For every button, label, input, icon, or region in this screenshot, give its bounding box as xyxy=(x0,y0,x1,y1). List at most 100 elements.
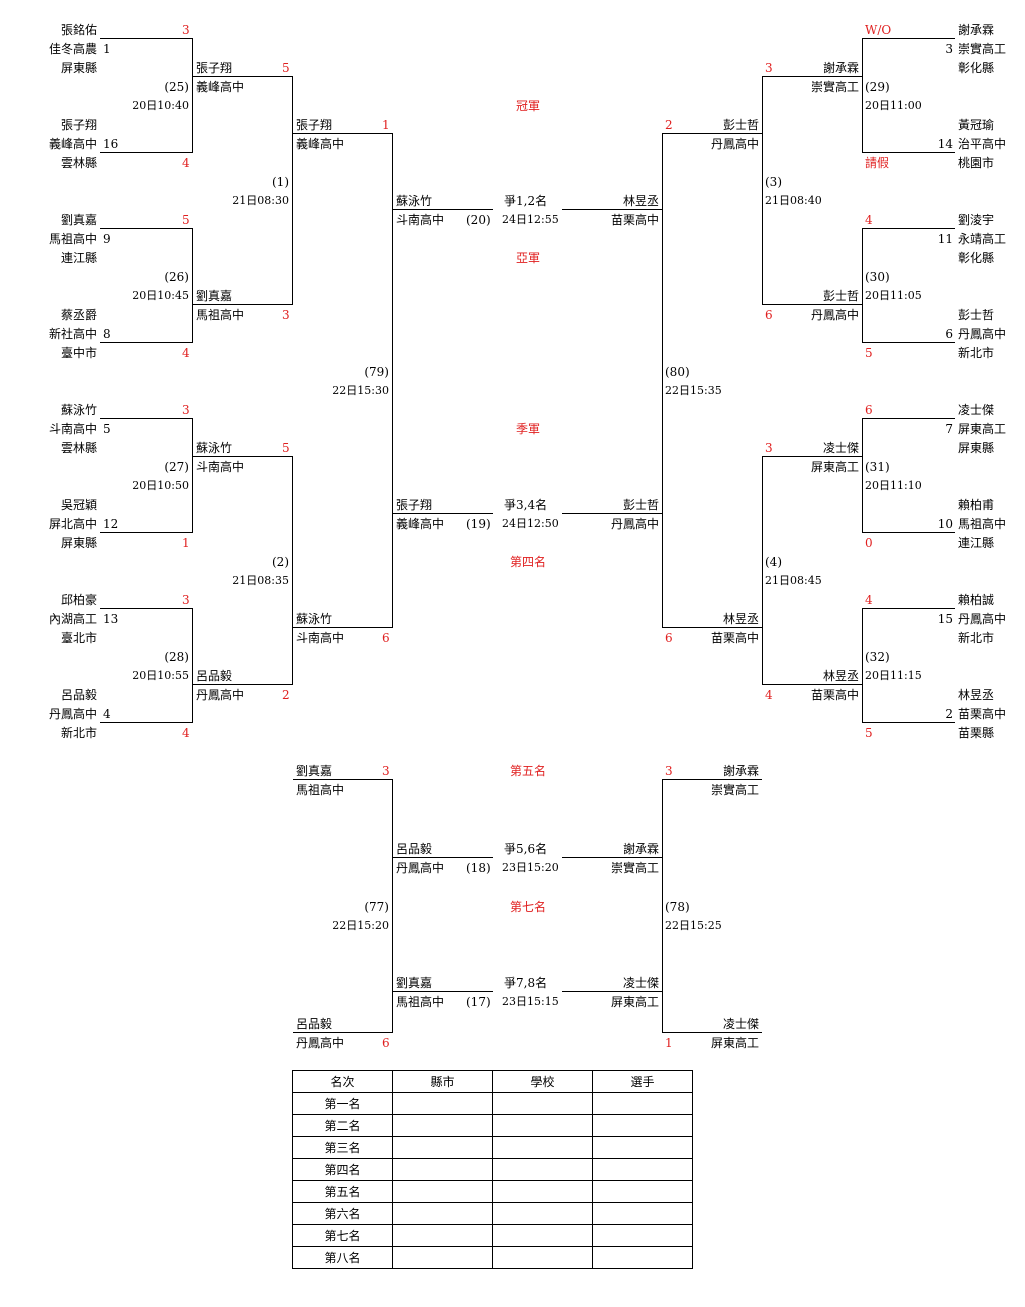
match-time: 20日10:40 xyxy=(132,99,189,112)
player-city: 雲林縣 xyxy=(60,441,97,455)
player-name: 呂品毅 xyxy=(196,669,233,683)
player-name: 賴柏誠 xyxy=(958,593,995,607)
player-school: 崇實高工 xyxy=(710,783,759,797)
score: 6 xyxy=(382,631,390,645)
player-name: 凌士傑 xyxy=(822,441,859,455)
match-time: 23日15:20 xyxy=(502,861,559,874)
match-label: 爭3,4名 xyxy=(504,498,548,512)
table-row: 第二名 xyxy=(292,1114,693,1137)
rank-cell: 第四名 xyxy=(292,1158,393,1181)
player-name: 張子翔 xyxy=(296,118,333,132)
school-cell[interactable] xyxy=(492,1114,593,1137)
table-row: 第五名 xyxy=(292,1180,693,1203)
match-time: 20日11:05 xyxy=(865,289,922,302)
player-name: 凌士傑 xyxy=(722,1017,759,1031)
score: 4 xyxy=(865,213,873,227)
city-cell[interactable] xyxy=(392,1114,493,1137)
city-cell[interactable] xyxy=(392,1158,493,1181)
school-cell[interactable] xyxy=(492,1202,593,1225)
table-row: 第一名 xyxy=(292,1092,693,1115)
score: W/O xyxy=(865,23,892,37)
city-cell[interactable] xyxy=(392,1224,493,1247)
score: 6 xyxy=(382,1036,390,1050)
match-number: (27) xyxy=(164,460,189,474)
school-cell[interactable] xyxy=(492,1180,593,1203)
city-cell[interactable] xyxy=(392,1136,493,1159)
match-time: 20日11:10 xyxy=(865,479,922,492)
table-header-row: 名次 縣市 學校 選手 xyxy=(292,1070,693,1093)
player-name: 蘇泳竹 xyxy=(296,612,333,626)
player-cell[interactable] xyxy=(592,1180,693,1203)
player-school: 斗南高中 xyxy=(48,422,97,436)
player-name: 蔡丞爵 xyxy=(60,308,97,322)
table-row: 第三名 xyxy=(292,1136,693,1159)
player-city: 桃園市 xyxy=(958,156,995,170)
player-city: 彰化縣 xyxy=(958,251,995,265)
player-name: 彭士哲 xyxy=(622,498,659,512)
player-school: 斗南高中 xyxy=(396,213,445,227)
player-cell[interactable] xyxy=(592,1092,693,1115)
player-name: 張子翔 xyxy=(396,498,433,512)
city-cell[interactable] xyxy=(392,1202,493,1225)
player-school: 義峰高中 xyxy=(396,517,445,531)
city-cell[interactable] xyxy=(392,1092,493,1115)
player-cell[interactable] xyxy=(592,1114,693,1137)
score: 2 xyxy=(282,688,290,702)
match-time: 22日15:20 xyxy=(332,919,389,932)
school-cell[interactable] xyxy=(492,1092,593,1115)
player-cell[interactable] xyxy=(592,1224,693,1247)
player-cell[interactable] xyxy=(592,1202,693,1225)
table-row: 第六名 xyxy=(292,1202,693,1225)
player-name: 劉真嘉 xyxy=(296,764,333,778)
seed-number: 11 xyxy=(937,232,953,246)
column-header-city: 縣市 xyxy=(392,1070,493,1093)
match-number: (2) xyxy=(272,555,289,569)
player-name: 凌士傑 xyxy=(958,403,995,417)
seed-number: 10 xyxy=(937,517,953,531)
match-time: 23日15:15 xyxy=(502,995,559,1008)
rank-cell: 第三名 xyxy=(292,1136,393,1159)
city-cell[interactable] xyxy=(392,1180,493,1203)
rank-cell: 第五名 xyxy=(292,1180,393,1203)
match-number: (77) xyxy=(364,900,389,914)
player-school: 新社高中 xyxy=(48,327,97,341)
score: 6 xyxy=(865,403,873,417)
player-name: 蘇泳竹 xyxy=(396,194,433,208)
player-cell[interactable] xyxy=(592,1158,693,1181)
match-number: (26) xyxy=(164,270,189,284)
rank-cell: 第八名 xyxy=(292,1246,393,1269)
school-cell[interactable] xyxy=(492,1136,593,1159)
player-school: 丹鳳高中 xyxy=(710,137,759,151)
city-cell[interactable] xyxy=(392,1246,493,1269)
player-name: 張銘佑 xyxy=(60,23,97,37)
rank-cell: 第二名 xyxy=(292,1114,393,1137)
player-cell[interactable] xyxy=(592,1246,693,1269)
player-city: 屏東縣 xyxy=(60,61,97,75)
rank-cell: 第六名 xyxy=(292,1202,393,1225)
match-number: (20) xyxy=(466,213,491,227)
player-school: 苗栗高中 xyxy=(810,688,859,702)
player-city: 新北市 xyxy=(958,631,995,645)
player-school: 治平高中 xyxy=(958,137,1007,151)
player-cell[interactable] xyxy=(592,1136,693,1159)
match-number: (79) xyxy=(364,365,389,379)
player-name: 彭士哲 xyxy=(822,289,859,303)
player-name: 彭士哲 xyxy=(958,308,995,322)
match-time: 21日08:35 xyxy=(232,574,289,587)
player-school: 苗栗高中 xyxy=(958,707,1007,721)
match-time: 20日10:45 xyxy=(132,289,189,302)
player-school: 屏東高工 xyxy=(810,460,859,474)
match-number: (3) xyxy=(765,175,782,189)
score: 3 xyxy=(182,23,190,37)
player-name: 蘇泳竹 xyxy=(196,441,233,455)
player-name: 劉淩宇 xyxy=(958,213,995,227)
school-cell[interactable] xyxy=(492,1224,593,1247)
match-label: 爭5,6名 xyxy=(504,842,548,856)
player-name: 張子翔 xyxy=(60,118,97,132)
match-time: 22日15:25 xyxy=(665,919,722,932)
match-time: 20日10:55 xyxy=(132,669,189,682)
score: 4 xyxy=(865,593,873,607)
school-cell[interactable] xyxy=(492,1158,593,1181)
player-school: 屏北高中 xyxy=(48,517,97,531)
school-cell[interactable] xyxy=(492,1246,593,1269)
